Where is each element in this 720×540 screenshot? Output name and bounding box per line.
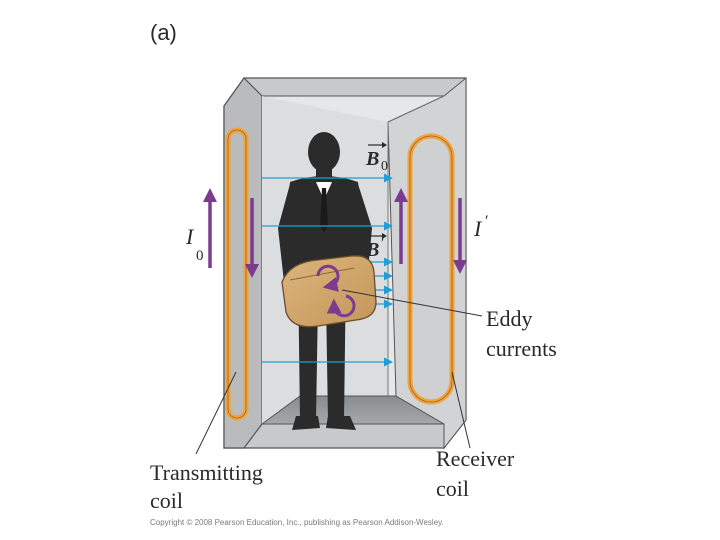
svg-text:coil: coil xyxy=(150,488,183,513)
current-arrows xyxy=(203,188,467,278)
panel-label: (a) xyxy=(150,20,177,45)
copyright-text: Copyright © 2008 Pearson Education, Inc.… xyxy=(150,518,444,527)
eddy-current-arrows xyxy=(316,264,356,318)
symbol-i-prime: I ′ xyxy=(473,213,489,241)
svg-text:′: ′ xyxy=(381,235,385,252)
field-lines-b0 xyxy=(262,173,393,367)
eddy-currents-label: Eddy currents xyxy=(486,306,557,361)
leader-lines xyxy=(195,289,483,455)
svg-text:B: B xyxy=(365,239,379,261)
svg-text:0: 0 xyxy=(381,159,388,174)
svg-text:Receiver: Receiver xyxy=(436,446,515,471)
transmitting-coil xyxy=(225,127,249,421)
symbol-b0: B 0 xyxy=(365,142,388,174)
receiver-coil-label: Receiver coil xyxy=(436,446,515,501)
svg-text:currents: currents xyxy=(486,336,557,361)
svg-text:I: I xyxy=(473,216,483,241)
symbol-b-prime: B ′ xyxy=(365,233,387,261)
svg-text:I: I xyxy=(185,224,195,249)
receiver-coil xyxy=(407,133,455,405)
symbol-i0: I 0 xyxy=(185,224,204,264)
svg-text:Eddy: Eddy xyxy=(486,306,532,331)
svg-text:0: 0 xyxy=(196,248,204,264)
svg-text:′: ′ xyxy=(485,213,489,230)
svg-text:B: B xyxy=(365,148,379,170)
svg-text:Transmitting: Transmitting xyxy=(150,460,263,485)
transmitting-coil-label: Transmitting coil xyxy=(150,460,263,513)
svg-text:coil: coil xyxy=(436,476,469,501)
